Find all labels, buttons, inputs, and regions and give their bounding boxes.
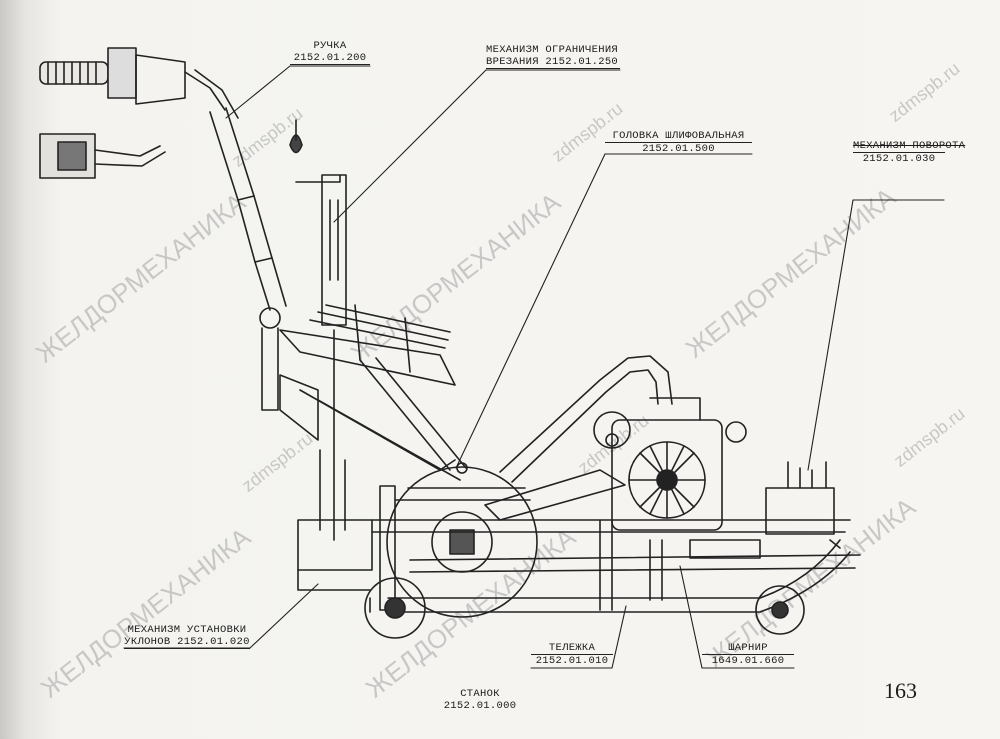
label-slope-mech-title2: УКЛОНОВ <box>124 636 171 648</box>
label-machine-title: СТАНОК <box>460 688 500 700</box>
label-slope-mech-title: МЕХАНИЗМ УСТАНОВКИ <box>127 624 247 636</box>
leader-lines <box>123 65 945 669</box>
handle-grip-lower <box>39 133 166 179</box>
label-hinge-title: ШАРНИР <box>702 642 794 655</box>
label-turn-mech: МЕХАНИЗМ ПОВОРОТА 2152.01.030 <box>853 140 966 165</box>
label-hinge-code: 1649.01.660 <box>711 655 785 667</box>
label-hinge: ШАРНИР 1649.01.660 <box>702 642 794 667</box>
cut-limit-column <box>289 119 347 541</box>
label-handle-code: 2152.01.200 <box>290 52 370 65</box>
motor <box>593 397 747 531</box>
page-number: 163 <box>884 678 917 703</box>
label-turn-mech-code: 2152.01.030 <box>862 153 936 165</box>
label-handle-title: РУЧКА <box>313 40 347 52</box>
label-grind-head-code: 2152.01.500 <box>642 143 715 155</box>
label-grind-head: ГОЛОВКА ШЛИФОВАЛЬНАЯ 2152.01.500 <box>605 130 752 155</box>
handle-tube <box>209 107 287 411</box>
label-slope-mech-number: 2152.01.020 <box>177 636 250 648</box>
label-handle: РУЧКА 2152.01.200 <box>290 40 370 65</box>
handle-grip-top <box>39 47 239 119</box>
label-cut-limit-title: МЕХАНИЗМ ОГРАНИЧЕНИЯ <box>486 44 619 56</box>
label-machine: СТАНОК 2152.01.000 <box>430 688 530 712</box>
label-cut-limit: МЕХАНИЗМ ОГРАНИЧЕНИЯ ВРЕЗАНИЯ 2152.01.25… <box>486 44 620 69</box>
label-cut-limit-title2: ВРЕЗАНИЯ <box>486 56 539 68</box>
grinding-wheel <box>386 462 538 618</box>
label-machine-code: 2152.01.000 <box>443 700 517 712</box>
cart <box>364 539 851 639</box>
frame-arm <box>279 357 467 591</box>
label-cart-code: 2152.01.010 <box>535 655 609 667</box>
label-cart-title: ТЕЛЕЖКА <box>531 642 613 655</box>
turn-mechanism <box>765 461 841 549</box>
label-slope-mech-code: УКЛОНОВ 2152.01.020 <box>124 636 250 649</box>
label-turn-mech-title: МЕХАНИЗМ ПОВОРОТА <box>853 140 966 153</box>
upper-bundle <box>279 304 456 386</box>
label-grind-head-title: ГОЛОВКА ШЛИФОВАЛЬНАЯ <box>605 130 752 143</box>
label-cut-limit-number: 2152.01.250 <box>545 56 619 68</box>
label-cart: ТЕЛЕЖКА 2152.01.010 <box>531 642 613 667</box>
label-slope-mech: МЕХАНИЗМ УСТАНОВКИ УКЛОНОВ 2152.01.020 <box>124 624 250 649</box>
label-cut-limit-code: ВРЕЗАНИЯ 2152.01.250 <box>486 56 620 69</box>
